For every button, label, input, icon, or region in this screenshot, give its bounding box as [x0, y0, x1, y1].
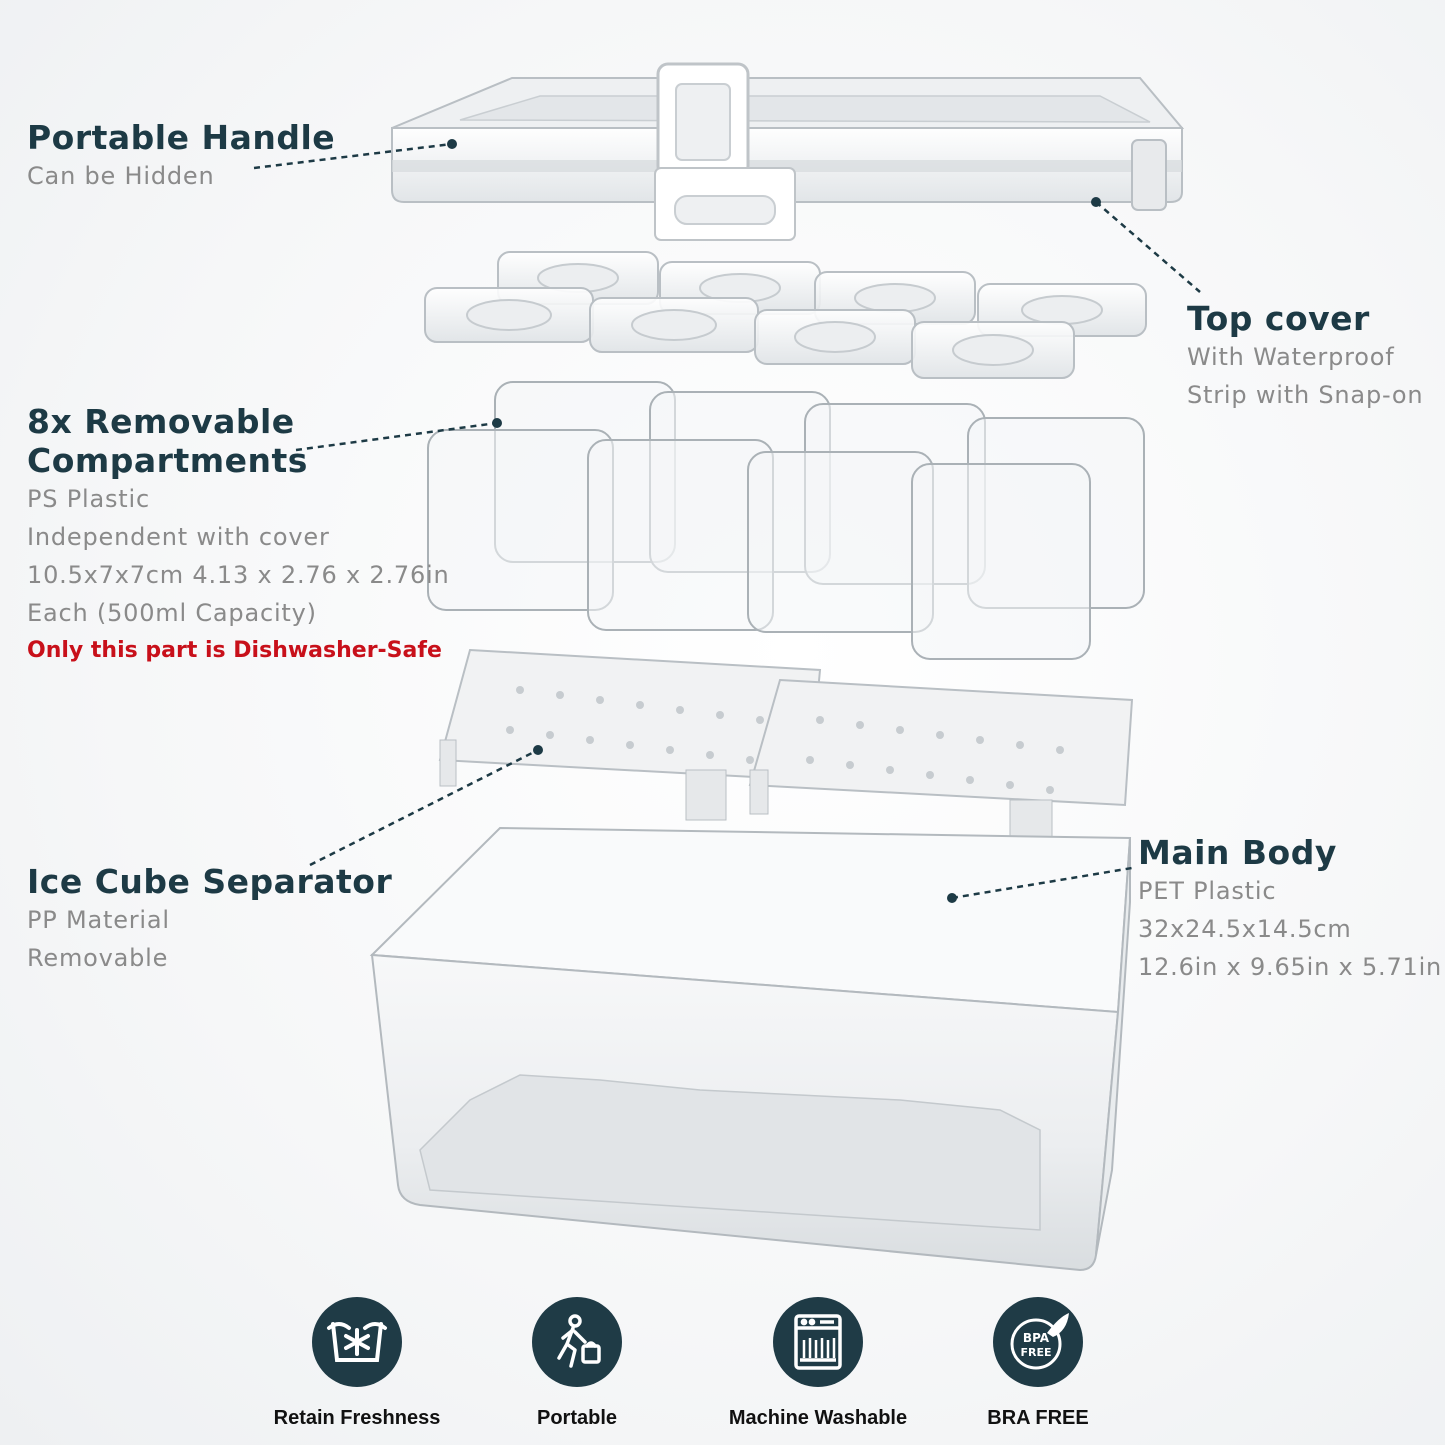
- feature-bpa-free: BPA FREE BRA FREE: [918, 1297, 1158, 1430]
- main-body: [369, 826, 1132, 1272]
- callout-title: Main Body: [1138, 833, 1337, 872]
- callout-portable-handle: Portable Handle Can be Hidden: [27, 118, 335, 195]
- feature-retain-freshness: Retain Freshness: [237, 1297, 477, 1430]
- callout-compartments: 8x Removable Compartments PS Plastic Ind…: [27, 402, 450, 670]
- badge-text: BPA: [1023, 1331, 1050, 1345]
- feature-machine-washable: Machine Washable: [698, 1297, 938, 1430]
- person-carrying-bag-icon: [532, 1297, 622, 1387]
- callout-title-line: Compartments: [27, 441, 308, 480]
- callout-ice-cube-separator: Ice Cube Separator PP Material Removable: [27, 862, 392, 977]
- callout-leader-lines: [253, 142, 1201, 900]
- callout-line: 32x24.5x14.5cm: [1138, 915, 1352, 943]
- feature-label: BRA FREE: [987, 1407, 1089, 1429]
- callout-line: PP Material: [27, 906, 170, 934]
- callout-line: PET Plastic: [1138, 877, 1277, 905]
- callout-line: With Waterproof: [1187, 343, 1395, 371]
- callout-line: Can be Hidden: [27, 162, 215, 190]
- callout-title: Portable Handle: [27, 118, 336, 157]
- snowflake-basin-icon: [312, 1297, 402, 1387]
- callout-line: 12.6in x 9.65in x 5.71in: [1138, 953, 1443, 981]
- portable-handle: [654, 62, 796, 241]
- compartment-lids: [424, 251, 1147, 379]
- callout-line: Removable: [27, 944, 169, 972]
- dishwasher-warning: Only this part is Dishwasher-Safe: [27, 638, 442, 663]
- callout-title: Top cover: [1187, 299, 1370, 338]
- top-cover: [391, 77, 1185, 211]
- ice-cube-separators: [438, 648, 1134, 853]
- removable-compartments: [427, 381, 1145, 660]
- callout-anchor-dots: [447, 139, 1101, 903]
- callout-line: Strip with Snap-on: [1187, 381, 1424, 409]
- callout-main-body: Main Body PET Plastic 32x24.5x14.5cm 12.…: [1138, 833, 1442, 986]
- dishwasher-icon: [773, 1297, 863, 1387]
- feature-label: Retain Freshness: [273, 1407, 441, 1429]
- feature-portable: Portable: [457, 1297, 697, 1430]
- callout-line: PS Plastic: [27, 485, 150, 513]
- feature-label: Portable: [536, 1407, 618, 1429]
- callout-title-line: 8x Removable: [27, 402, 295, 441]
- badge-text: FREE: [1020, 1346, 1051, 1359]
- callout-line: Independent with cover: [27, 523, 330, 551]
- bpa-free-leaf-icon: BPA FREE: [993, 1297, 1083, 1387]
- feature-label: Machine Washable: [728, 1407, 908, 1429]
- callout-top-cover: Top cover With Waterproof Strip with Sna…: [1187, 299, 1423, 414]
- callout-title: Ice Cube Separator: [27, 862, 393, 901]
- callout-line: Each (500ml Capacity): [27, 599, 317, 627]
- callout-line: 10.5x7x7cm 4.13 x 2.76 x 2.76in: [27, 561, 450, 589]
